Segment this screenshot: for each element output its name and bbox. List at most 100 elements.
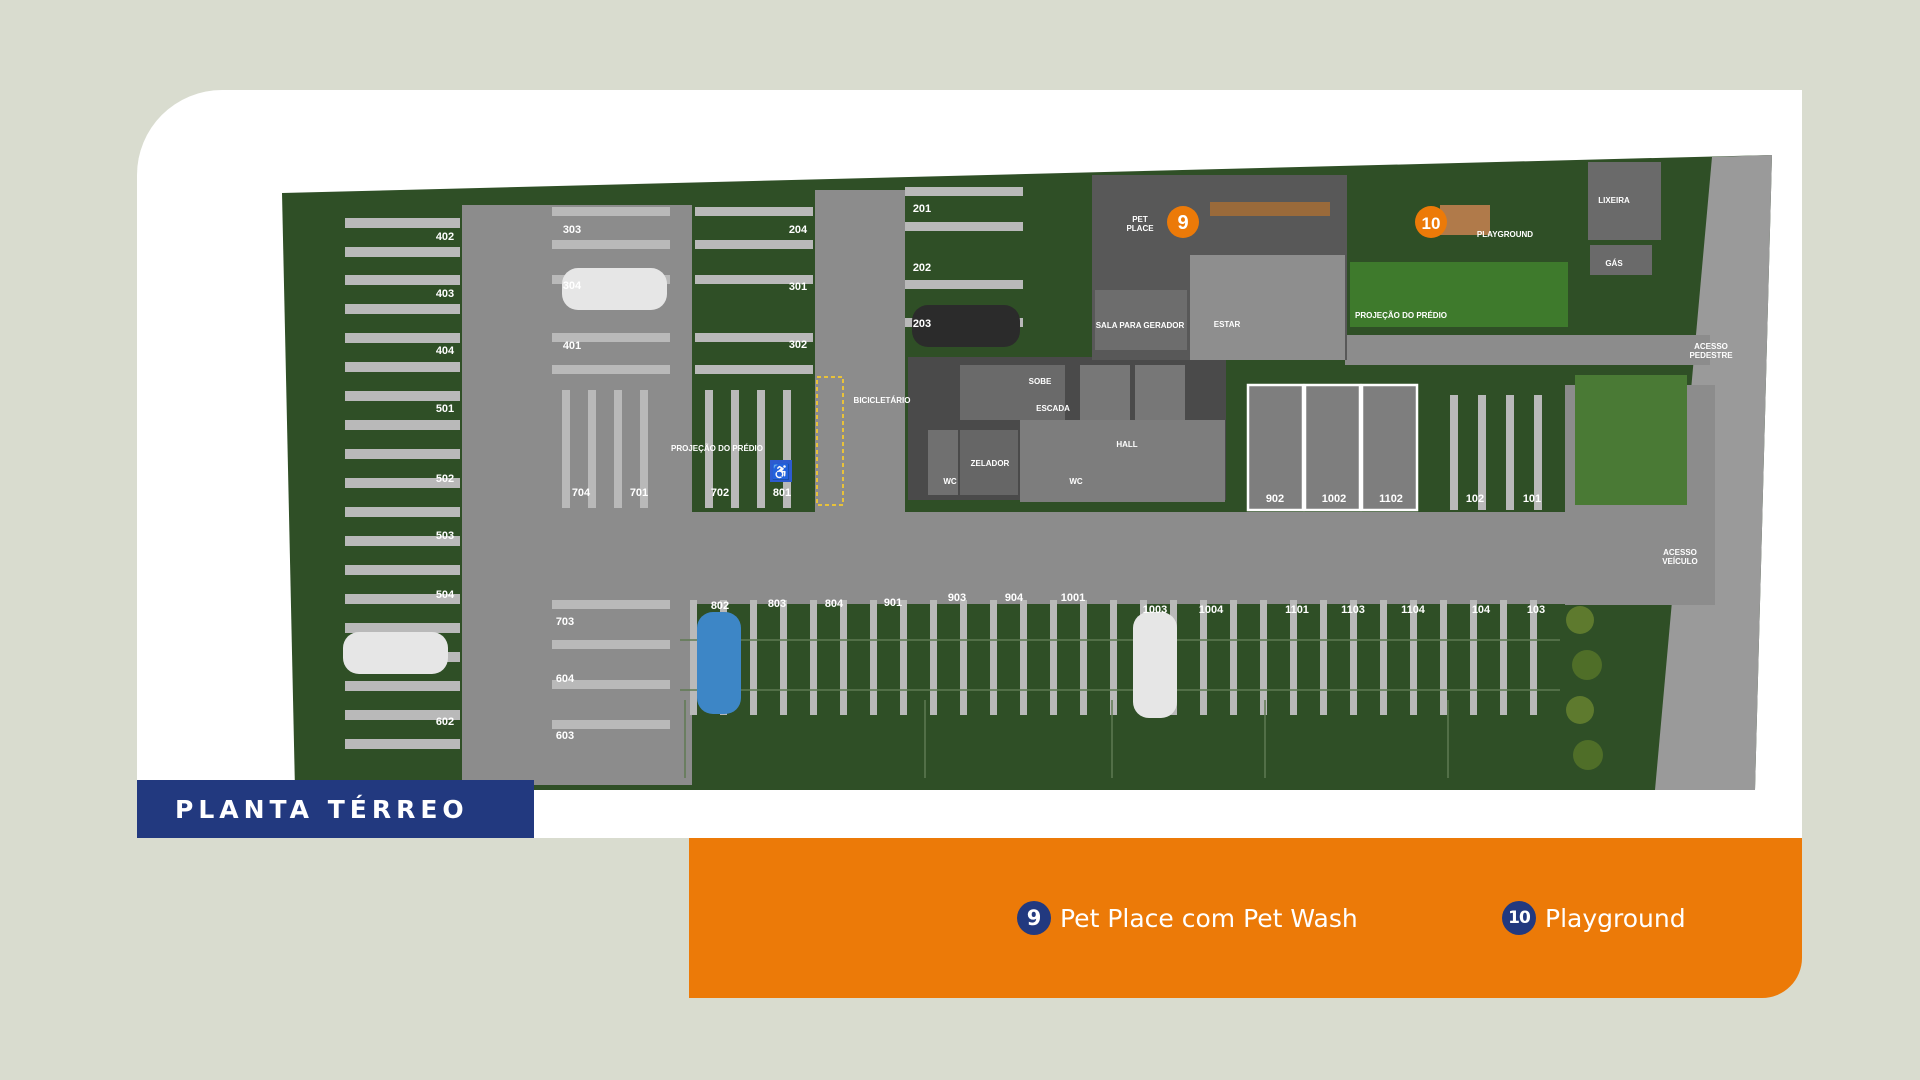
- gas: [1590, 245, 1652, 275]
- label-escada: ESCADA: [1036, 404, 1070, 413]
- hedge-right: [1575, 375, 1687, 505]
- parking-space-number: 702: [711, 487, 729, 499]
- elevator-2: [1135, 365, 1185, 420]
- car-3: [343, 632, 448, 674]
- parking-space-labels: 402 403 404 501 502 503 504 602 303 304 401 204 301 3…: [436, 203, 1545, 742]
- marker-10-circle: [1415, 206, 1447, 238]
- parking-space-number: 904: [1005, 592, 1024, 604]
- label-estar: ESTAR: [1214, 320, 1241, 329]
- parking-space-number: 1002: [1322, 493, 1346, 505]
- tree-2: [1572, 650, 1602, 680]
- planting-grid: [680, 639, 1560, 778]
- car-2: [912, 305, 1020, 347]
- paving-aisle: [462, 512, 1574, 604]
- elevator-1: [1080, 365, 1130, 420]
- parking-space-number: 602: [436, 716, 454, 728]
- white-boxes: [1246, 383, 1419, 512]
- label-sala-gerador: SALA PARA GERADOR: [1096, 321, 1185, 330]
- parking-space-number: 501: [436, 403, 454, 415]
- label-acesso-veiculo-1: ACESSO: [1663, 548, 1697, 557]
- playground-deck: [1440, 205, 1490, 235]
- parking-space-number: 701: [630, 487, 648, 499]
- parking-space-number: 502: [436, 473, 454, 485]
- plan-title: PLANTA TÉRREO: [137, 780, 534, 838]
- legend-number-badge: 10: [1502, 901, 1536, 935]
- parking-space-number: 103: [1527, 604, 1545, 616]
- label-pet-place-2: PLACE: [1126, 224, 1154, 233]
- paving-col: [815, 190, 905, 512]
- gerador-room: [1095, 290, 1187, 350]
- parking-space-number: 504: [436, 589, 455, 601]
- label-bicicletario: BICICLETÁRIO: [854, 396, 911, 405]
- parking-space-number: 304: [563, 280, 582, 292]
- parking-space-number: 1103: [1341, 604, 1365, 616]
- parking-space-number: 201: [913, 203, 931, 215]
- parking-space-number: 604: [556, 673, 575, 685]
- parking-space-number: 301: [789, 281, 807, 293]
- label-pet-place-1: PET: [1132, 215, 1148, 224]
- lixeira: [1588, 162, 1661, 240]
- marker-10-label: 10: [1422, 214, 1441, 233]
- parking-space-number: 801: [773, 487, 791, 499]
- car-5: [1133, 612, 1177, 718]
- parking-space-number: 402: [436, 231, 454, 243]
- label-projecao-1: PROJEÇÃO DO PRÉDIO: [1355, 311, 1447, 320]
- accessible-icon: [770, 460, 792, 482]
- label-hall: HALL: [1116, 440, 1137, 449]
- parking-space-number: 903: [948, 592, 966, 604]
- tree-3: [1566, 696, 1594, 724]
- label-lixeira: LIXEIRA: [1598, 196, 1630, 205]
- legend-label: Playground: [1545, 903, 1686, 933]
- label-sobe: SOBE: [1029, 377, 1052, 386]
- upper-parking-stripes: [552, 187, 1023, 729]
- label-wc-2: WC: [1069, 477, 1083, 486]
- parking-space-number: 1104: [1401, 604, 1426, 616]
- parking-space-number: 603: [556, 730, 574, 742]
- paving-top-right: [1345, 335, 1710, 365]
- legend-item-pet-place: 9 Pet Place com Pet Wash: [1017, 901, 1358, 935]
- parking-space-number: 703: [556, 616, 574, 628]
- parking-space-number: 303: [563, 224, 581, 236]
- car-4: [697, 612, 741, 714]
- parking-space-number: 204: [789, 224, 808, 236]
- marker-9-label: 9: [1177, 212, 1188, 234]
- label-acesso-pedestre-2: PEDESTRE: [1689, 351, 1733, 360]
- parking-space-number: 1003: [1143, 604, 1167, 616]
- tree-4: [1573, 740, 1603, 770]
- label-acesso-veiculo-2: VEÍCULO: [1662, 557, 1698, 566]
- parking-space-number: 202: [913, 262, 931, 274]
- marker-9-circle: [1167, 206, 1199, 238]
- mid-vertical-stripes: [562, 390, 1542, 510]
- label-gas: GÁS: [1605, 259, 1623, 268]
- parking-space-number: 302: [789, 339, 807, 351]
- zelador-room: [960, 430, 1018, 495]
- parking-space-number: 901: [884, 597, 902, 609]
- parking-space-number: 1101: [1285, 604, 1309, 616]
- parking-space-number: 203: [913, 318, 931, 330]
- label-acesso-pedestre-1: ACESSO: [1694, 342, 1728, 351]
- pet-bench: [1210, 202, 1330, 216]
- parking-space-number: 403: [436, 288, 454, 300]
- hedge-row: [1350, 262, 1568, 327]
- parking-space-number: 401: [563, 340, 581, 352]
- parking-space-number: 802: [711, 600, 729, 612]
- parking-space-number: 101: [1523, 493, 1541, 505]
- parking-space-number: 102: [1466, 493, 1484, 505]
- wc-room-1: [928, 430, 958, 495]
- parking-space-number: 104: [1472, 604, 1491, 616]
- label-playground: PLAYGROUND: [1477, 230, 1533, 239]
- legend-label: Pet Place com Pet Wash: [1060, 903, 1358, 933]
- escada-room: [960, 365, 1065, 420]
- label-wc-1: WC: [943, 477, 957, 486]
- parking-space-number: 803: [768, 598, 786, 610]
- parking-space-number: 902: [1266, 493, 1284, 505]
- hall-floor: [1020, 420, 1225, 502]
- parking-space-number: 804: [825, 598, 844, 610]
- parking-space-number: 404: [436, 345, 455, 357]
- legend-item-playground: 10 Playground: [1502, 901, 1686, 935]
- parking-space-number: 503: [436, 530, 454, 542]
- parking-space-number: 1004: [1199, 604, 1224, 616]
- tree-1: [1566, 606, 1594, 634]
- label-projecao-2: PROJEÇÃO DO PRÉDIO: [671, 444, 763, 453]
